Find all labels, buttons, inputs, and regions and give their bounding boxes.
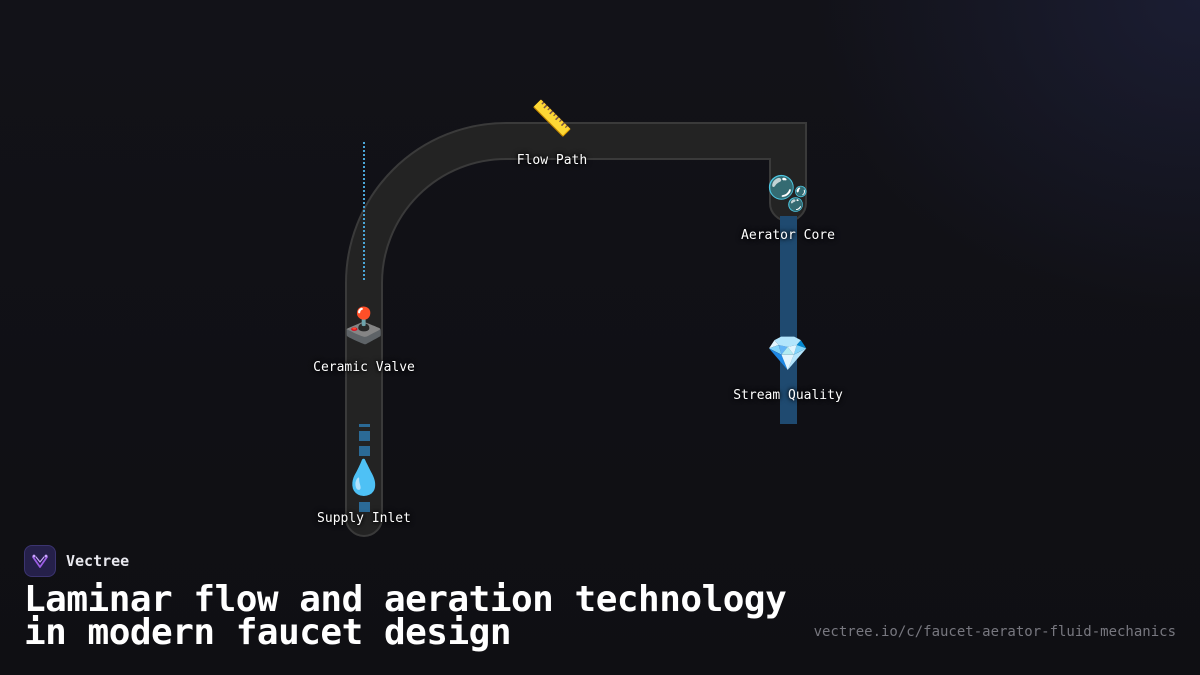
node-label-ceramic-valve: Ceramic Valve xyxy=(313,360,415,375)
water-droplet-icon: 💧 xyxy=(342,458,386,498)
brand: Vectree xyxy=(24,544,129,578)
node-label-aerator-core: Aerator Core xyxy=(741,228,835,243)
title-line-2: in modern faucet design xyxy=(24,612,512,653)
inlet-water-pulses xyxy=(359,424,370,512)
brand-name: Vectree xyxy=(66,552,130,570)
ruler-icon: 📏 xyxy=(530,99,574,139)
gem-icon: 💎 xyxy=(766,334,810,374)
node-label-supply-inlet: Supply Inlet xyxy=(317,511,411,526)
bubbles-icon: 🫧 xyxy=(766,174,810,214)
faucet-pipe xyxy=(345,122,807,537)
water-pulse xyxy=(359,446,370,456)
aerated-stream xyxy=(780,216,797,424)
vectree-logo-icon xyxy=(24,545,56,577)
node-label-stream-quality: Stream Quality xyxy=(733,388,843,403)
source-url: vectree.io/c/faucet-aerator-fluid-mechan… xyxy=(813,624,1176,640)
water-pulse xyxy=(359,431,370,441)
page-title: Laminar flow and aeration technology in … xyxy=(24,579,824,653)
joystick-icon: 🕹️ xyxy=(342,306,386,346)
water-pulse xyxy=(359,502,370,512)
node-label-flow-path: Flow Path xyxy=(516,153,588,168)
water-pulse xyxy=(359,424,370,427)
vectree-logo-glyph xyxy=(32,554,48,568)
title-line-1: Laminar flow and aeration technology xyxy=(24,579,787,620)
